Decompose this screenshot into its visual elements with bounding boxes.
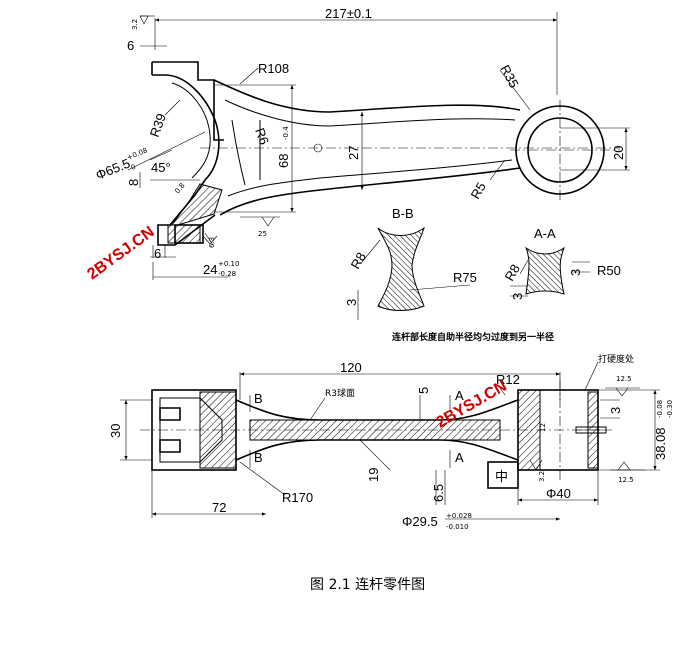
dim-6: 6 [127,38,134,53]
label-b-top: B [254,391,263,406]
dim-24: 24 [203,262,217,277]
dim-bore-tol2: 0 [130,163,137,172]
rough-3-2-side: 3.2 [538,471,546,482]
dim-27: 27 [346,146,361,160]
dim-120: 120 [340,360,362,375]
aa-dim-3b: 3 [510,293,525,300]
dim-small-6: 6 [154,246,161,261]
label-r170: R170 [282,490,313,505]
aa-dim-3a: 3 [568,269,583,276]
rough-12-5-top: 12.5 [616,375,632,383]
dim-45: 45° [151,160,171,175]
rough-6-3: 6.3 [208,237,216,248]
dim-8: 8 [126,179,141,186]
rough-25: 25 [258,230,267,238]
rough-3-2-top: 3.2 [131,19,139,30]
dim-24-tol-low: -0.28 [218,270,236,278]
dim-small-bore: Φ29.5 [402,514,438,529]
dim-72: 72 [212,500,226,515]
label-b-bottom: B [254,450,263,465]
dim-small-bore-tol-up: +0.028 [446,512,472,520]
dim-38-tol-low: -0.30 [666,400,674,418]
section-a-a: A-A R8 3 R50 3 [502,226,621,300]
label-r108: R108 [258,61,289,76]
bb-dim-3: 3 [344,299,359,306]
dim-bore-diam: Φ65.5 [94,156,133,183]
bb-r8: R8 [348,250,369,272]
top-view: 217±0.1 3.2 6 [94,6,630,280]
section-bb-title: B-B [392,206,414,221]
label-r12: R12 [496,372,520,387]
watermark-top: 2BYSJ.CN [84,223,157,283]
label-a-top: A [455,388,464,403]
label-zhong: 中 [495,469,508,484]
label-a-bottom: A [455,450,464,465]
aa-r8: R8 [502,262,523,284]
dim-68: 68 [276,154,291,168]
dim-5: 5 [416,387,431,394]
note-text: 连杆部长度自助半径均匀过度到另一半径 [392,331,554,343]
dim-20: 20 [611,146,626,160]
dim-24-tol-up: +0.10 [218,260,239,268]
dim-68-tol: -0.4 [282,126,290,140]
label-r5: R5 [468,180,489,202]
label-r6: R6 [252,126,272,147]
dim-0-8: 0.8 [173,182,186,196]
rough-12-5-bottom: 12.5 [618,476,634,484]
dim-overall-length: 217±0.1 [325,6,372,21]
dim-3-right: 3 [608,407,623,414]
dim-12: 12 [539,423,547,432]
dim-small-bore-tol-low: -0.010 [446,523,469,531]
aa-r50: R50 [597,263,621,278]
figure-caption: 图 2.1 连杆零件图 [310,577,425,593]
label-hardness: 打硬度处 [598,353,634,365]
label-r3: R3球面 [325,387,355,399]
bb-r75: R75 [453,270,477,285]
dim-30: 30 [108,424,123,438]
dim-phi40: Φ40 [546,486,571,501]
dim-38-08: 38.08 [653,427,668,460]
section-aa-title: A-A [534,226,556,241]
bolt-hatch [167,224,201,244]
dim-38-tol-up: -0.08 [656,400,664,418]
label-r39: R39 [147,111,169,139]
label-r35: R35 [497,62,521,90]
dim-6-5: 6.5 [431,484,446,502]
dim-bore-tol: +0.08 [126,146,149,161]
side-view: 120 B B A A 5 R3球面 19 R170 [108,353,674,531]
section-b-b: B-B R8 R75 3 [344,206,477,320]
dim-19: 19 [366,468,381,482]
